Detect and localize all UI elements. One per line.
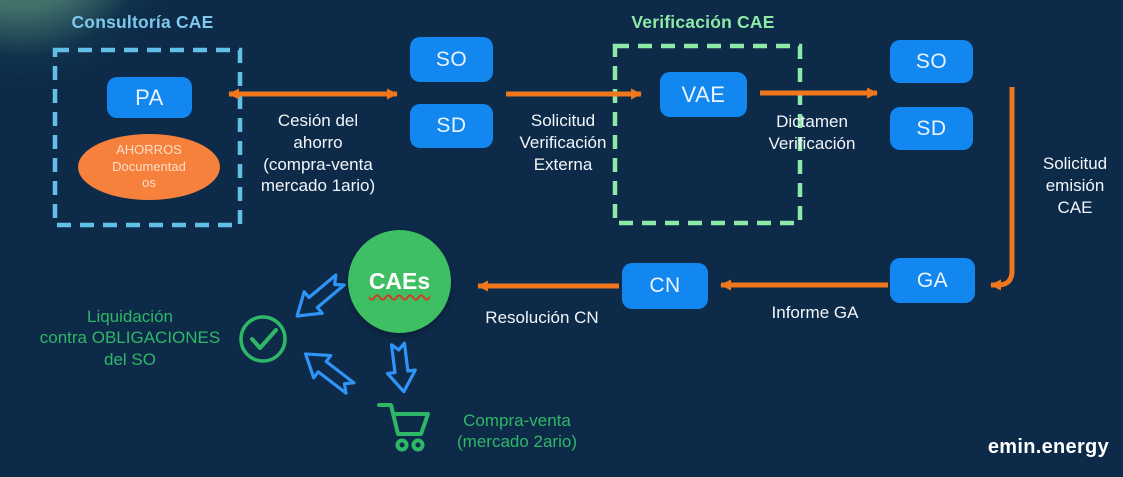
node-vae: VAE: [660, 72, 747, 117]
ahorros-ellipse: AHORROS Documentad os: [78, 134, 220, 200]
node-so-right: SO: [890, 40, 973, 83]
block-arrow-caes-to-cart: [382, 340, 420, 395]
arrow-so-to-ga: [990, 87, 1015, 291]
verificacion-dashed-border: [612, 43, 803, 226]
ahorros-ellipse-label: AHORROS Documentad os: [112, 141, 186, 191]
label-cesion-del-ahorro: Cesión del ahorro (compra-venta mercado …: [260, 111, 376, 196]
label-liquidacion-obligaciones: Liquidación contra OBLIGACIONES del SO: [39, 307, 221, 369]
caes-circle: CAEs: [348, 230, 451, 333]
consultoria-group-title: Consultoría CAE: [71, 12, 214, 32]
block-arrow-caes-to-check-lower: [295, 341, 361, 401]
block-arrow-caes-to-check-upper: [286, 267, 351, 329]
consultoria-dashed-border: [52, 47, 243, 228]
node-so-left: SO: [410, 37, 493, 82]
label-solicitud-verificacion-externa: Solicitud Verificación Externa: [519, 111, 607, 174]
check-circle-icon: [239, 315, 287, 363]
caes-label: CAEs: [368, 268, 431, 294]
node-sd-right: SD: [890, 107, 973, 150]
verificacion-group-title: Verificación CAE: [631, 12, 775, 32]
label-solicitud-emision-cae: Solicitud emisión CAE: [1042, 154, 1108, 217]
shopping-cart-icon: [377, 403, 430, 452]
label-informe-ga: Informe GA: [771, 303, 859, 322]
node-cn: CN: [622, 263, 708, 309]
node-ga: GA: [890, 258, 975, 303]
emin-energy-logo: emin.energy: [987, 436, 1109, 458]
node-sd-left: SD: [410, 104, 493, 148]
label-resolucion-cn: Resolución CN: [485, 308, 599, 327]
label-dictamen-verificacion: Dictamen Verificación: [768, 112, 856, 153]
node-pa: PA: [107, 77, 192, 118]
label-compra-venta-mercado-2ario: Compra-venta (mercado 2ario): [457, 411, 577, 452]
